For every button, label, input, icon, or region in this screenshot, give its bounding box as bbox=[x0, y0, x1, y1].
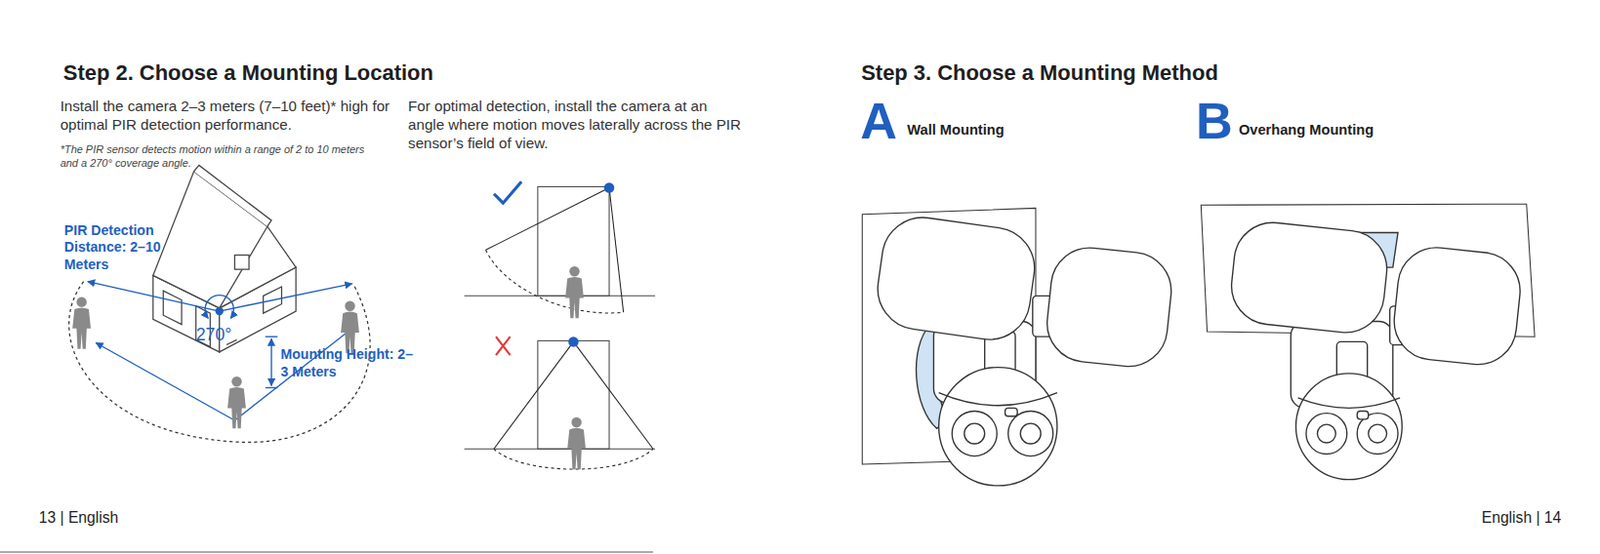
wall-mount-camera bbox=[861, 207, 1175, 487]
callout-label: PIR Detection Distance: 2–10 Meters bbox=[64, 222, 177, 275]
footnote: *The PIR sensor detects motion within a … bbox=[60, 143, 377, 170]
option-title: Overhang Mounting bbox=[1238, 121, 1464, 139]
person bbox=[72, 296, 91, 349]
option-letter: B bbox=[1195, 95, 1247, 147]
camera-dot bbox=[215, 307, 224, 316]
angle-label: 270° bbox=[196, 324, 258, 346]
person bbox=[340, 301, 360, 354]
house bbox=[153, 164, 296, 352]
option-letter: A bbox=[860, 95, 911, 147]
person bbox=[227, 376, 247, 429]
overhang-mount-camera bbox=[1200, 204, 1535, 480]
page-number: English | 14 bbox=[1407, 508, 1561, 529]
wrong-example bbox=[464, 336, 656, 470]
page-rule bbox=[0, 551, 654, 553]
option-title: Wall Mounting bbox=[906, 121, 1111, 139]
heading: Step 3. Choose a Mounting Method bbox=[861, 59, 1290, 86]
paragraph: Install the camera 2–3 meters (7–10 feet… bbox=[60, 97, 408, 135]
callout-label: Mounting Height: 2–3 Meters bbox=[280, 346, 413, 381]
paragraph: For optimal detection, install the camer… bbox=[408, 97, 745, 154]
heading: Step 2. Choose a Mounting Location bbox=[63, 59, 493, 86]
correct-example bbox=[464, 181, 656, 319]
page-number: 13 | English bbox=[39, 508, 193, 529]
